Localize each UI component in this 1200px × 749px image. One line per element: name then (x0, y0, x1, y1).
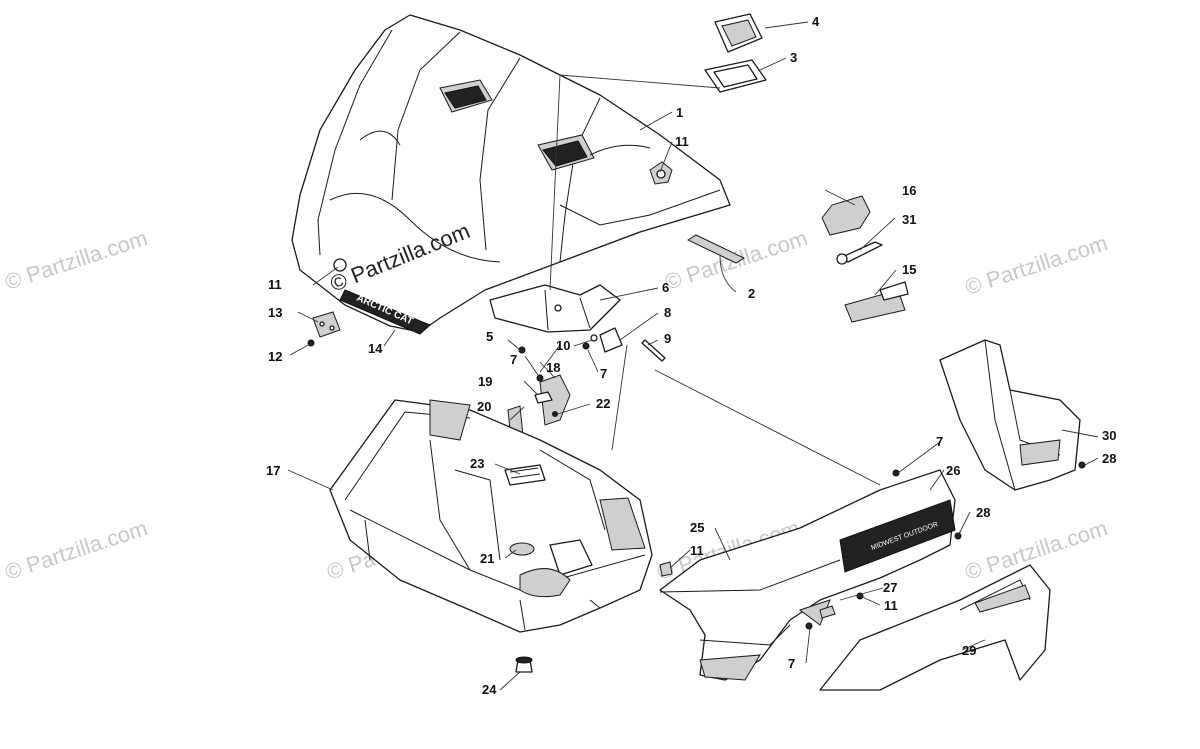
callout-21: 21 (480, 551, 494, 566)
callout-30: 30 (1102, 428, 1116, 443)
callout-12: 12 (268, 349, 282, 364)
front-panel-part-25 (659, 469, 956, 681)
vent-cover-part-4 (714, 13, 763, 53)
callout-labels: 4 3 1 11 16 31 15 2 6 8 9 10 7 5 7 18 19… (266, 14, 1116, 697)
cap-part-21 (509, 542, 535, 556)
watermark: © Partzilla.com (962, 230, 1111, 300)
callout-1: 1 (676, 105, 683, 120)
wrench-part-31 (836, 241, 883, 265)
callout-27: 27 (883, 580, 897, 595)
right-hardware-group (659, 461, 1086, 630)
callout-3: 3 (790, 50, 797, 65)
callout-7: 7 (600, 366, 607, 381)
callout-29: 29 (962, 643, 976, 658)
callout-25: 25 (690, 520, 704, 535)
tag-part-16 (821, 195, 871, 236)
hood-part-1: ARCTIC CAT © Partzilla.com (291, 14, 731, 335)
watermark: © Partzilla.com (2, 225, 151, 295)
callout-11: 11 (884, 598, 898, 613)
assembly-lines (539, 74, 881, 486)
callout-6: 6 (662, 280, 669, 295)
callout-4: 4 (812, 14, 820, 29)
callout-7: 7 (510, 352, 517, 367)
callout-7: 7 (936, 434, 943, 449)
vent-gasket-part-3 (704, 59, 767, 93)
callout-9: 9 (664, 331, 671, 346)
callout-20: 20 (477, 399, 491, 414)
callout-16: 16 (902, 183, 916, 198)
callout-19: 19 (478, 374, 492, 389)
side-guard-part-30 (939, 339, 1081, 491)
callout-11: 11 (268, 277, 282, 292)
callout-24: 24 (482, 682, 497, 697)
manual-part-15 (844, 281, 909, 323)
hardware-group (507, 327, 666, 441)
callout-13: 13 (268, 305, 282, 320)
callout-28: 28 (1102, 451, 1116, 466)
callout-26: 26 (946, 463, 960, 478)
bracket-part-27 (819, 605, 836, 619)
callout-18: 18 (546, 360, 560, 375)
watermark: © Partzilla.com (2, 515, 151, 585)
callout-7: 7 (788, 656, 795, 671)
callout-2: 2 (748, 286, 755, 301)
bracket-part-6 (489, 284, 621, 333)
leader-lines (287, 21, 1099, 691)
callout-31: 31 (902, 212, 916, 227)
callout-8: 8 (664, 305, 671, 320)
callout-28: 28 (976, 505, 990, 520)
strip-part-2 (686, 234, 746, 264)
callout-22: 22 (596, 396, 610, 411)
callout-23: 23 (470, 456, 484, 471)
callout-5: 5 (486, 329, 493, 344)
callout-11: 11 (690, 543, 704, 558)
callout-17: 17 (266, 463, 280, 478)
lower-panel-part-29 (819, 564, 1051, 691)
callout-15: 15 (902, 262, 916, 277)
callout-10: 10 (556, 338, 570, 353)
bracket-part-13 (312, 311, 341, 338)
storage-bin-part-17 (329, 399, 653, 633)
label-part-23 (504, 464, 546, 486)
callout-14: 14 (368, 341, 383, 356)
fastener-part-24 (515, 656, 533, 673)
callout-11: 11 (675, 134, 689, 149)
